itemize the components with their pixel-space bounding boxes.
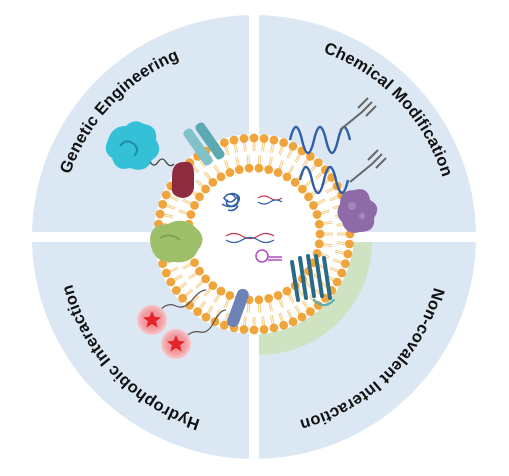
fusion-protein-icon	[105, 121, 194, 198]
rna-hairpin-icon	[255, 249, 282, 263]
peg-linker-icon	[288, 125, 352, 195]
receptor-protein-icon	[290, 254, 336, 307]
dna-strand-icon	[225, 195, 283, 244]
membrane-channel-icon	[183, 122, 225, 166]
cargo-rna-coil	[221, 192, 241, 212]
fluorescent-star-icon	[137, 289, 227, 359]
lipid-anchor-icon	[227, 288, 249, 328]
green-protein-icon	[150, 220, 203, 263]
click-chemistry-fork-icon	[339, 97, 387, 183]
purple-protein-icon	[337, 189, 378, 233]
